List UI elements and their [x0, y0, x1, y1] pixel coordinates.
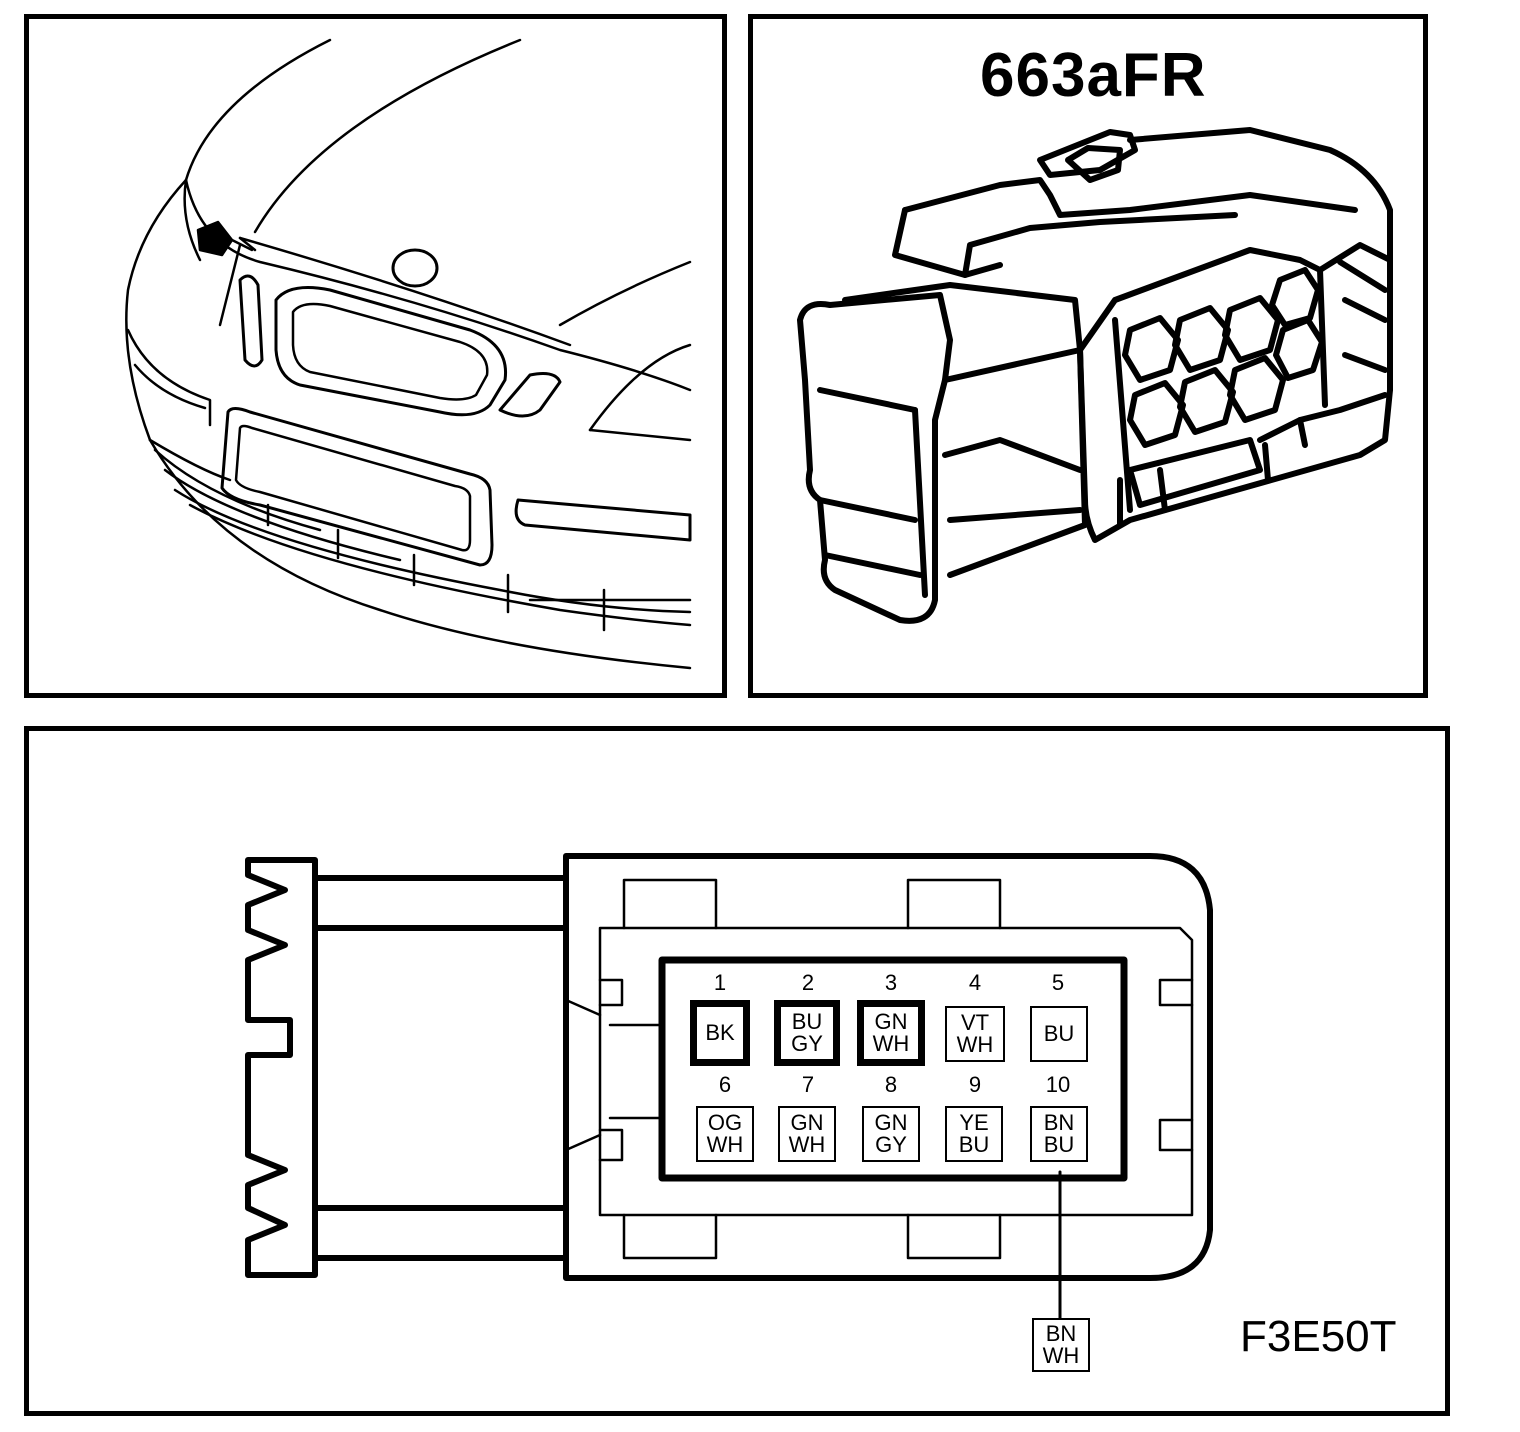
- wire-stripe-color: WH: [706, 1132, 744, 1157]
- pin-number: 6: [718, 1072, 732, 1097]
- pin-number: 7: [801, 1072, 815, 1097]
- wire-color: GN: [874, 1009, 908, 1034]
- wire-stripe-color: WH: [1042, 1343, 1080, 1368]
- wire-color: VT: [960, 1010, 990, 1035]
- wire-color: BN: [1045, 1321, 1077, 1346]
- pin-number: 3: [884, 970, 898, 995]
- pin-number: 10: [1045, 1072, 1071, 1097]
- pin-number: 4: [968, 970, 982, 995]
- car-location-panel: [24, 14, 727, 698]
- pin-number: 1: [713, 970, 727, 995]
- pin-cavity-5: BU: [1030, 1006, 1088, 1062]
- pin-cavity-3: GN WH: [857, 1000, 925, 1066]
- wire-color: OG: [707, 1110, 743, 1135]
- pin-cavity-9: YE BU: [945, 1106, 1003, 1162]
- pin-number: 5: [1051, 970, 1065, 995]
- pin-cavity-1: BK: [690, 1000, 750, 1066]
- external-wire-label: BN WH: [1032, 1318, 1090, 1372]
- wire-color: BU: [1043, 1021, 1075, 1046]
- pin-number: 2: [801, 970, 815, 995]
- wire-color: BU: [791, 1009, 823, 1034]
- pinout-face-view: [245, 853, 1213, 1322]
- connector-code-label: 663aFR: [980, 41, 1207, 110]
- wire-stripe-color: BU: [1043, 1132, 1075, 1157]
- wire-stripe-color: GY: [791, 1031, 823, 1056]
- pin-cavity-2: BU GY: [774, 1000, 840, 1066]
- pin-cavity-10: BN BU: [1030, 1106, 1088, 1162]
- connector-3d-illustration: [797, 127, 1393, 624]
- pin-cavity-8: GN GY: [862, 1106, 920, 1162]
- wire-color: YE: [959, 1110, 989, 1135]
- wire-stripe-color: WH: [956, 1032, 994, 1057]
- pin-cavity-7: GN WH: [778, 1106, 836, 1162]
- car-front-illustration: [125, 38, 692, 670]
- wire-color: GN: [790, 1110, 824, 1135]
- wire-stripe-color: WH: [788, 1132, 826, 1157]
- wire-stripe-color: WH: [872, 1031, 910, 1056]
- wire-color: BN: [1043, 1110, 1075, 1135]
- pin-number: 8: [884, 1072, 898, 1097]
- pin-cavity-4: VT WH: [945, 1006, 1005, 1062]
- wire-color: GN: [874, 1110, 908, 1135]
- figure-id-label: F3E50T: [1240, 1312, 1397, 1361]
- wire-stripe-color: GY: [875, 1132, 907, 1157]
- pin-number: 9: [968, 1072, 982, 1097]
- wire-stripe-color: BU: [958, 1132, 990, 1157]
- pin-cavity-6: OG WH: [696, 1106, 754, 1162]
- wire-color: BK: [705, 1020, 735, 1045]
